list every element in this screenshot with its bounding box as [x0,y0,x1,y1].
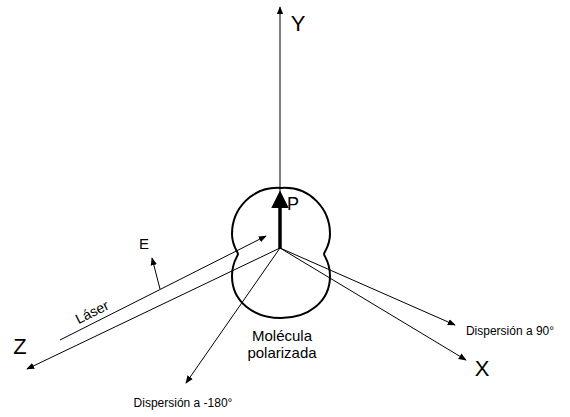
y-axis [280,7,281,248]
molecule-label: Molécula polarizada [236,327,328,362]
molecule-shape: PMolécula polarizada [230,184,332,320]
e-field-arrow [152,258,160,289]
scatter-label: Dispersión a -180° [134,397,233,411]
dipole-arrow [278,194,282,249]
laser-label: Láser [73,297,112,327]
molecule-outline [230,184,332,320]
axis-label: Y [291,11,306,36]
laser-beam [60,236,266,340]
scatter-label: Dispersión a 90° [466,325,554,339]
axis-label: X [475,356,490,381]
axis-label: Z [13,334,26,359]
field-label: E [139,235,149,252]
dipole-label: P [287,194,299,215]
molecule-outline-path [232,188,330,318]
